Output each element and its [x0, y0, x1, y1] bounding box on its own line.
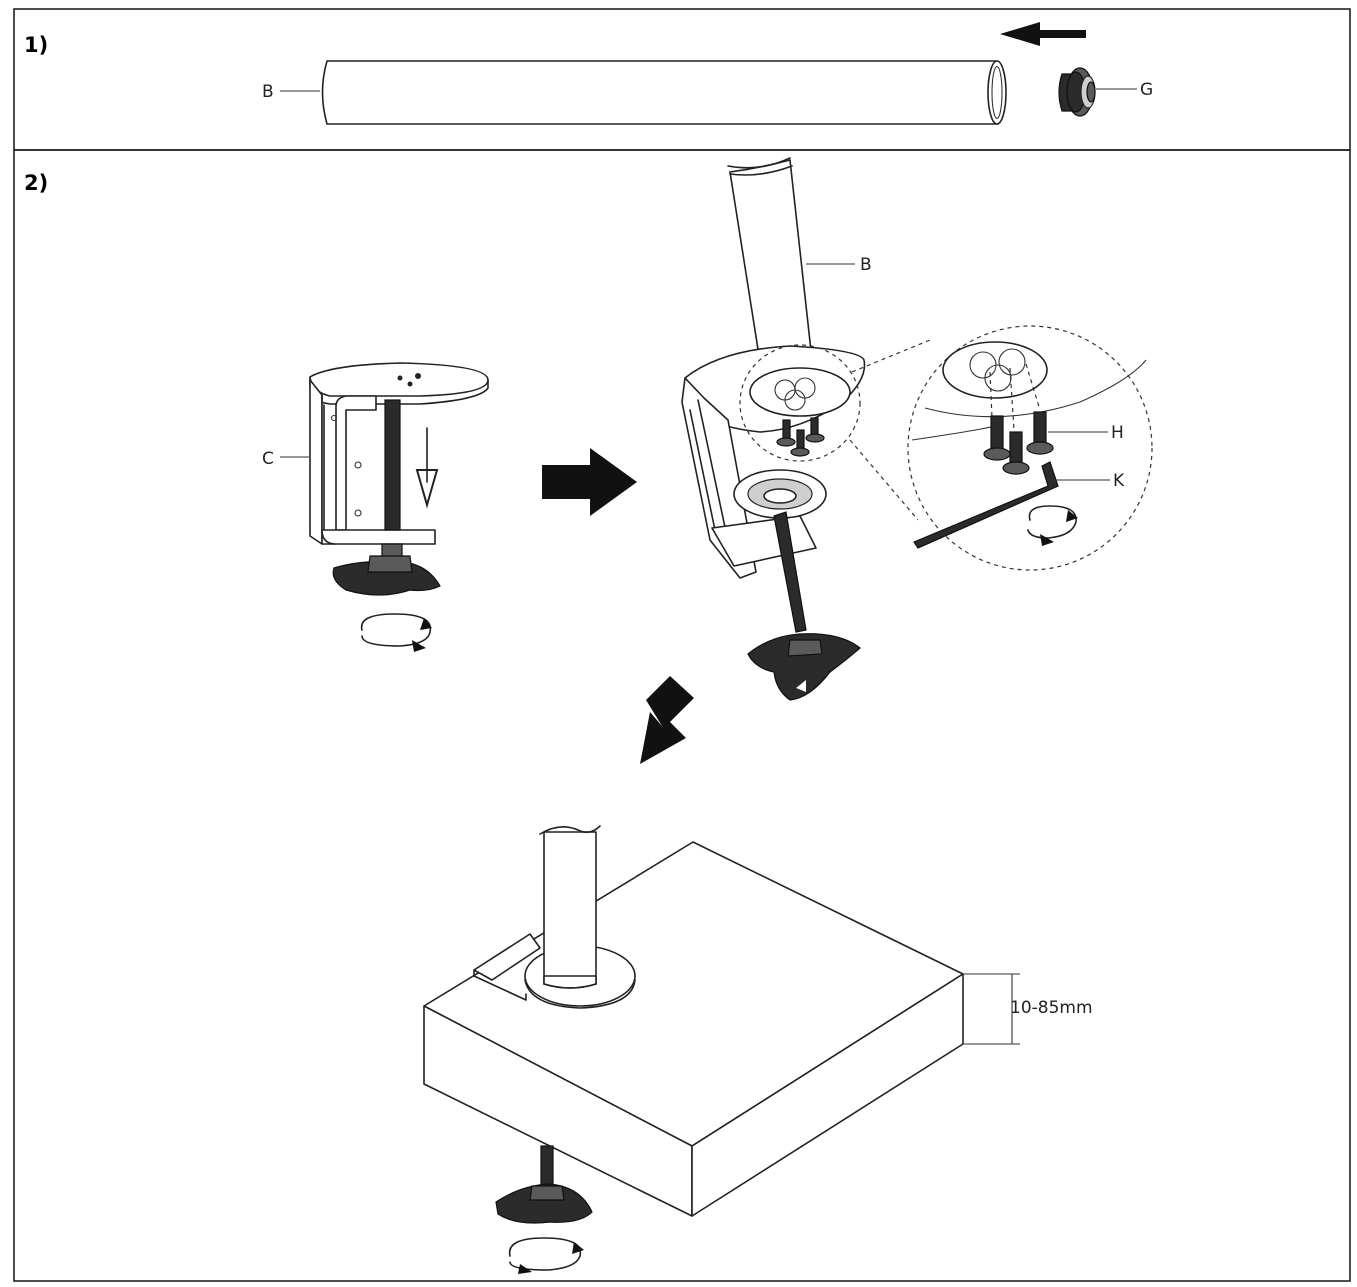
- step-2-number: 2): [24, 171, 48, 195]
- next-step-arrow-right: [542, 448, 637, 516]
- step-1-number: 1): [24, 33, 48, 57]
- tube-b: [321, 60, 1007, 125]
- rotate-arrow-desk: [508, 1237, 584, 1274]
- down-arrow: [415, 427, 439, 509]
- rotate-arrow-clamp: [360, 613, 432, 652]
- label-h: H: [1111, 423, 1124, 443]
- insert-arrow: [1000, 22, 1086, 46]
- screw-detail-callout: [907, 325, 1153, 571]
- pole-b: [727, 157, 813, 363]
- thickness-dimension: [963, 973, 1020, 1045]
- mounted-knob: [495, 1145, 593, 1224]
- clamp-c: [309, 362, 489, 596]
- label-b-mid: B: [860, 255, 872, 275]
- next-step-arrow-down-left: [640, 676, 694, 764]
- label-g: G: [1140, 80, 1153, 100]
- label-b-top: B: [262, 82, 274, 102]
- mounted-pole: [539, 825, 601, 989]
- clamp-assembled: [681, 345, 866, 701]
- panel-step-2: [13, 149, 1351, 1282]
- end-cap-g: [1058, 67, 1096, 117]
- thickness-label: 10-85mm: [1010, 998, 1093, 1018]
- label-k: K: [1113, 471, 1125, 491]
- desk: [423, 841, 964, 1217]
- label-c: C: [262, 449, 274, 469]
